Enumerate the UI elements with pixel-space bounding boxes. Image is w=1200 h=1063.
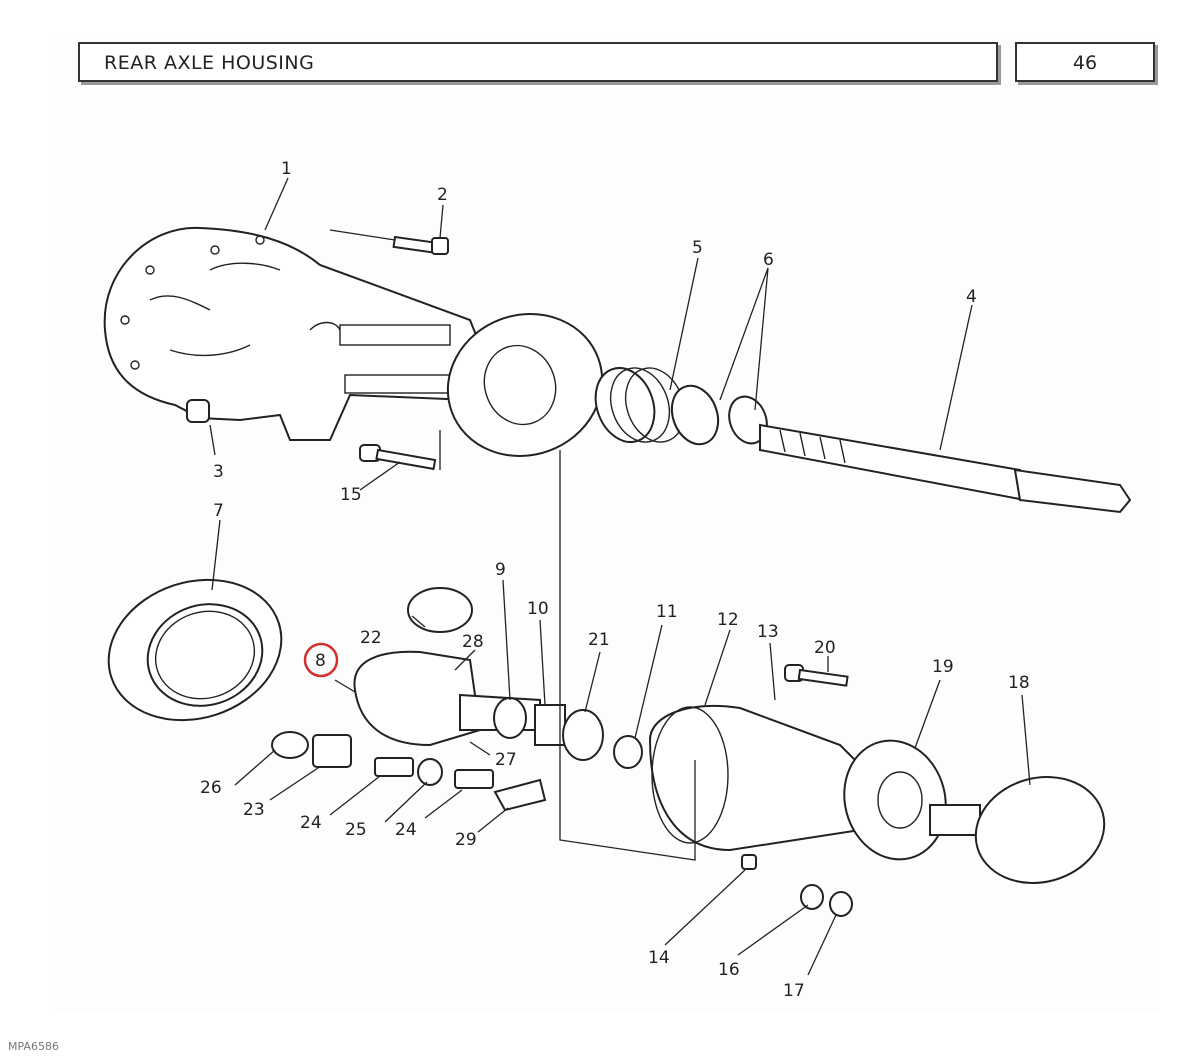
callout-7: 7 bbox=[213, 501, 224, 521]
callout-6: 6 bbox=[763, 250, 774, 270]
part-22-gear bbox=[407, 587, 473, 633]
part-19-flange bbox=[843, 739, 947, 861]
callout-17: 17 bbox=[783, 981, 805, 1001]
part-3-nut bbox=[186, 399, 210, 423]
diagram-sheet bbox=[55, 38, 1160, 1013]
callout-15: 15 bbox=[340, 485, 362, 505]
part-1-axle-housing bbox=[103, 226, 482, 441]
callout-24: 24 bbox=[300, 813, 322, 833]
highlight-circle bbox=[303, 642, 339, 678]
part-24-thrust-washer bbox=[374, 757, 414, 777]
part-7-ring-gear bbox=[107, 578, 283, 722]
callout-11: 11 bbox=[656, 602, 678, 622]
callout-13: 13 bbox=[757, 622, 779, 642]
callout-5: 5 bbox=[692, 238, 703, 258]
leader-lines bbox=[209, 177, 1031, 976]
diagram-title: REAR AXLE HOUSING bbox=[104, 52, 315, 74]
part-25-washer bbox=[417, 758, 443, 786]
callout-28: 28 bbox=[462, 632, 484, 652]
callout-1: 1 bbox=[281, 159, 292, 179]
part-15-bolt bbox=[359, 444, 437, 471]
callout-19: 19 bbox=[932, 657, 954, 677]
callout-22: 22 bbox=[360, 628, 382, 648]
part-24-thrust-washer-2 bbox=[454, 769, 494, 789]
callout-8: 8 bbox=[315, 651, 326, 671]
part-4-axle-shaft bbox=[759, 423, 1132, 514]
callout-26: 26 bbox=[200, 778, 222, 798]
part-29-lock-plate bbox=[493, 778, 547, 812]
callout-10: 10 bbox=[527, 599, 549, 619]
part-16-nut bbox=[800, 884, 824, 910]
part-26-needle bbox=[271, 731, 309, 759]
page-number: 46 bbox=[1072, 52, 1098, 74]
callout-labels: 1 2 3 4 5 6 7 9 10 11 12 13 14 15 16 17 … bbox=[200, 159, 1030, 1001]
part-6-bearings bbox=[670, 384, 768, 446]
part-17-nut bbox=[829, 891, 853, 917]
callout-29: 29 bbox=[455, 830, 477, 850]
callout-23: 23 bbox=[243, 800, 265, 820]
callout-2: 2 bbox=[437, 185, 448, 205]
part-2-bolt bbox=[392, 235, 449, 255]
callout-14: 14 bbox=[648, 948, 670, 968]
housing-flange bbox=[446, 313, 604, 457]
callout-16: 16 bbox=[718, 960, 740, 980]
callout-25: 25 bbox=[345, 820, 367, 840]
part-20-bolt bbox=[784, 664, 849, 687]
callout-27: 27 bbox=[495, 750, 517, 770]
callout-9: 9 bbox=[495, 560, 506, 580]
callout-24b: 24 bbox=[395, 820, 417, 840]
callout-4: 4 bbox=[966, 287, 977, 307]
page-number-box: 46 bbox=[1015, 42, 1155, 82]
part-14-plug bbox=[741, 854, 757, 870]
part-9-washer bbox=[493, 697, 527, 739]
image-code: MPA6586 bbox=[8, 1040, 59, 1053]
callout-21: 21 bbox=[588, 630, 610, 650]
callout-3: 3 bbox=[213, 462, 224, 482]
title-bar: REAR AXLE HOUSING bbox=[78, 42, 998, 82]
callout-12: 12 bbox=[717, 610, 739, 630]
callout-20: 20 bbox=[814, 638, 836, 658]
part-13-hub-housing bbox=[648, 704, 872, 852]
callout-18: 18 bbox=[1008, 673, 1030, 693]
part-18-wheel-hub bbox=[929, 776, 1106, 884]
part-11-washer bbox=[613, 735, 643, 769]
part-23-pin bbox=[312, 734, 352, 768]
part-21-ring bbox=[562, 709, 604, 761]
